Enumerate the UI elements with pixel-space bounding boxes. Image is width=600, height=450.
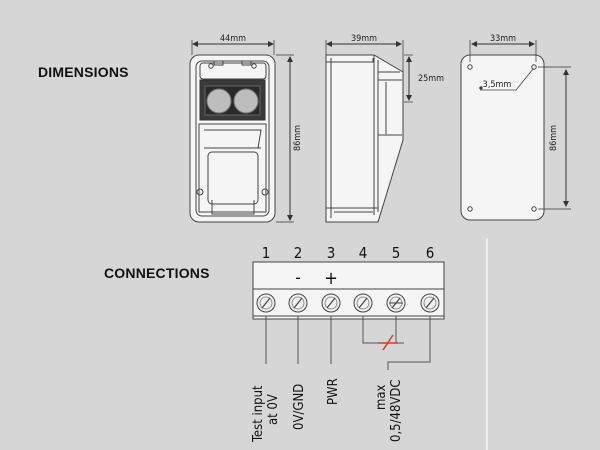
terminal-screw-1: [256, 293, 276, 313]
relay-contact-symbol: [378, 334, 398, 351]
wiring: [265, 316, 431, 370]
terminal-screw-4: [353, 293, 373, 313]
back-height-label: 86mm: [549, 125, 559, 151]
screw-hole: [261, 188, 269, 196]
terminal-number-1: 1: [262, 244, 271, 262]
connections-title: CONNECTIONS: [104, 265, 210, 281]
mounting-hole: [467, 206, 473, 212]
terminal-number-2: 2: [294, 244, 303, 262]
lens-left: [206, 88, 232, 114]
mounting-hole: [467, 64, 473, 70]
terminal-screw-2: [288, 293, 308, 313]
terminal-block: [252, 261, 445, 320]
terminal-number-3: 3: [327, 244, 336, 262]
label-test-input-sub: at 0V: [266, 394, 281, 425]
terminal-number-5: 5: [392, 244, 401, 262]
terminal-screws: [256, 293, 440, 313]
terminal-screw-6: [420, 293, 440, 313]
label-pwr: PWR: [326, 378, 341, 405]
label-relay-rating: 0,5/48VDC: [389, 379, 404, 442]
hole-diameter-label: 3,5mm: [483, 80, 512, 90]
terminal-number-6: 6: [426, 244, 435, 262]
back-width-label: 33mm: [490, 34, 516, 44]
front-height-label: 86mm: [293, 125, 303, 151]
front-view: [189, 40, 294, 223]
polarity-minus: -: [295, 268, 301, 288]
side-view: [325, 40, 413, 223]
screw-hole: [208, 63, 214, 69]
label-gnd: 0V/GND: [292, 384, 307, 430]
screw-hole: [196, 188, 204, 196]
terminal-screw-5: [386, 293, 406, 313]
terminal-screw-3: [321, 293, 341, 313]
mounting-hole: [531, 64, 537, 70]
back-view: [460, 40, 571, 221]
polarity-plus: +: [324, 268, 338, 289]
side-depth-label: 39mm: [351, 34, 377, 44]
terminal-number-4: 4: [359, 244, 368, 262]
label-relay-max: max: [374, 384, 389, 410]
terminal-numbers: 1 2 3 4 5 6: [262, 244, 435, 262]
screw-hole: [251, 63, 257, 69]
front-width-label: 44mm: [220, 34, 246, 44]
lens-right: [233, 88, 259, 114]
dimensions-title: DIMENSIONS: [38, 64, 129, 80]
side-height-label: 25mm: [418, 74, 444, 84]
label-test-input: Test input: [251, 385, 266, 443]
mounting-hole: [531, 206, 537, 212]
